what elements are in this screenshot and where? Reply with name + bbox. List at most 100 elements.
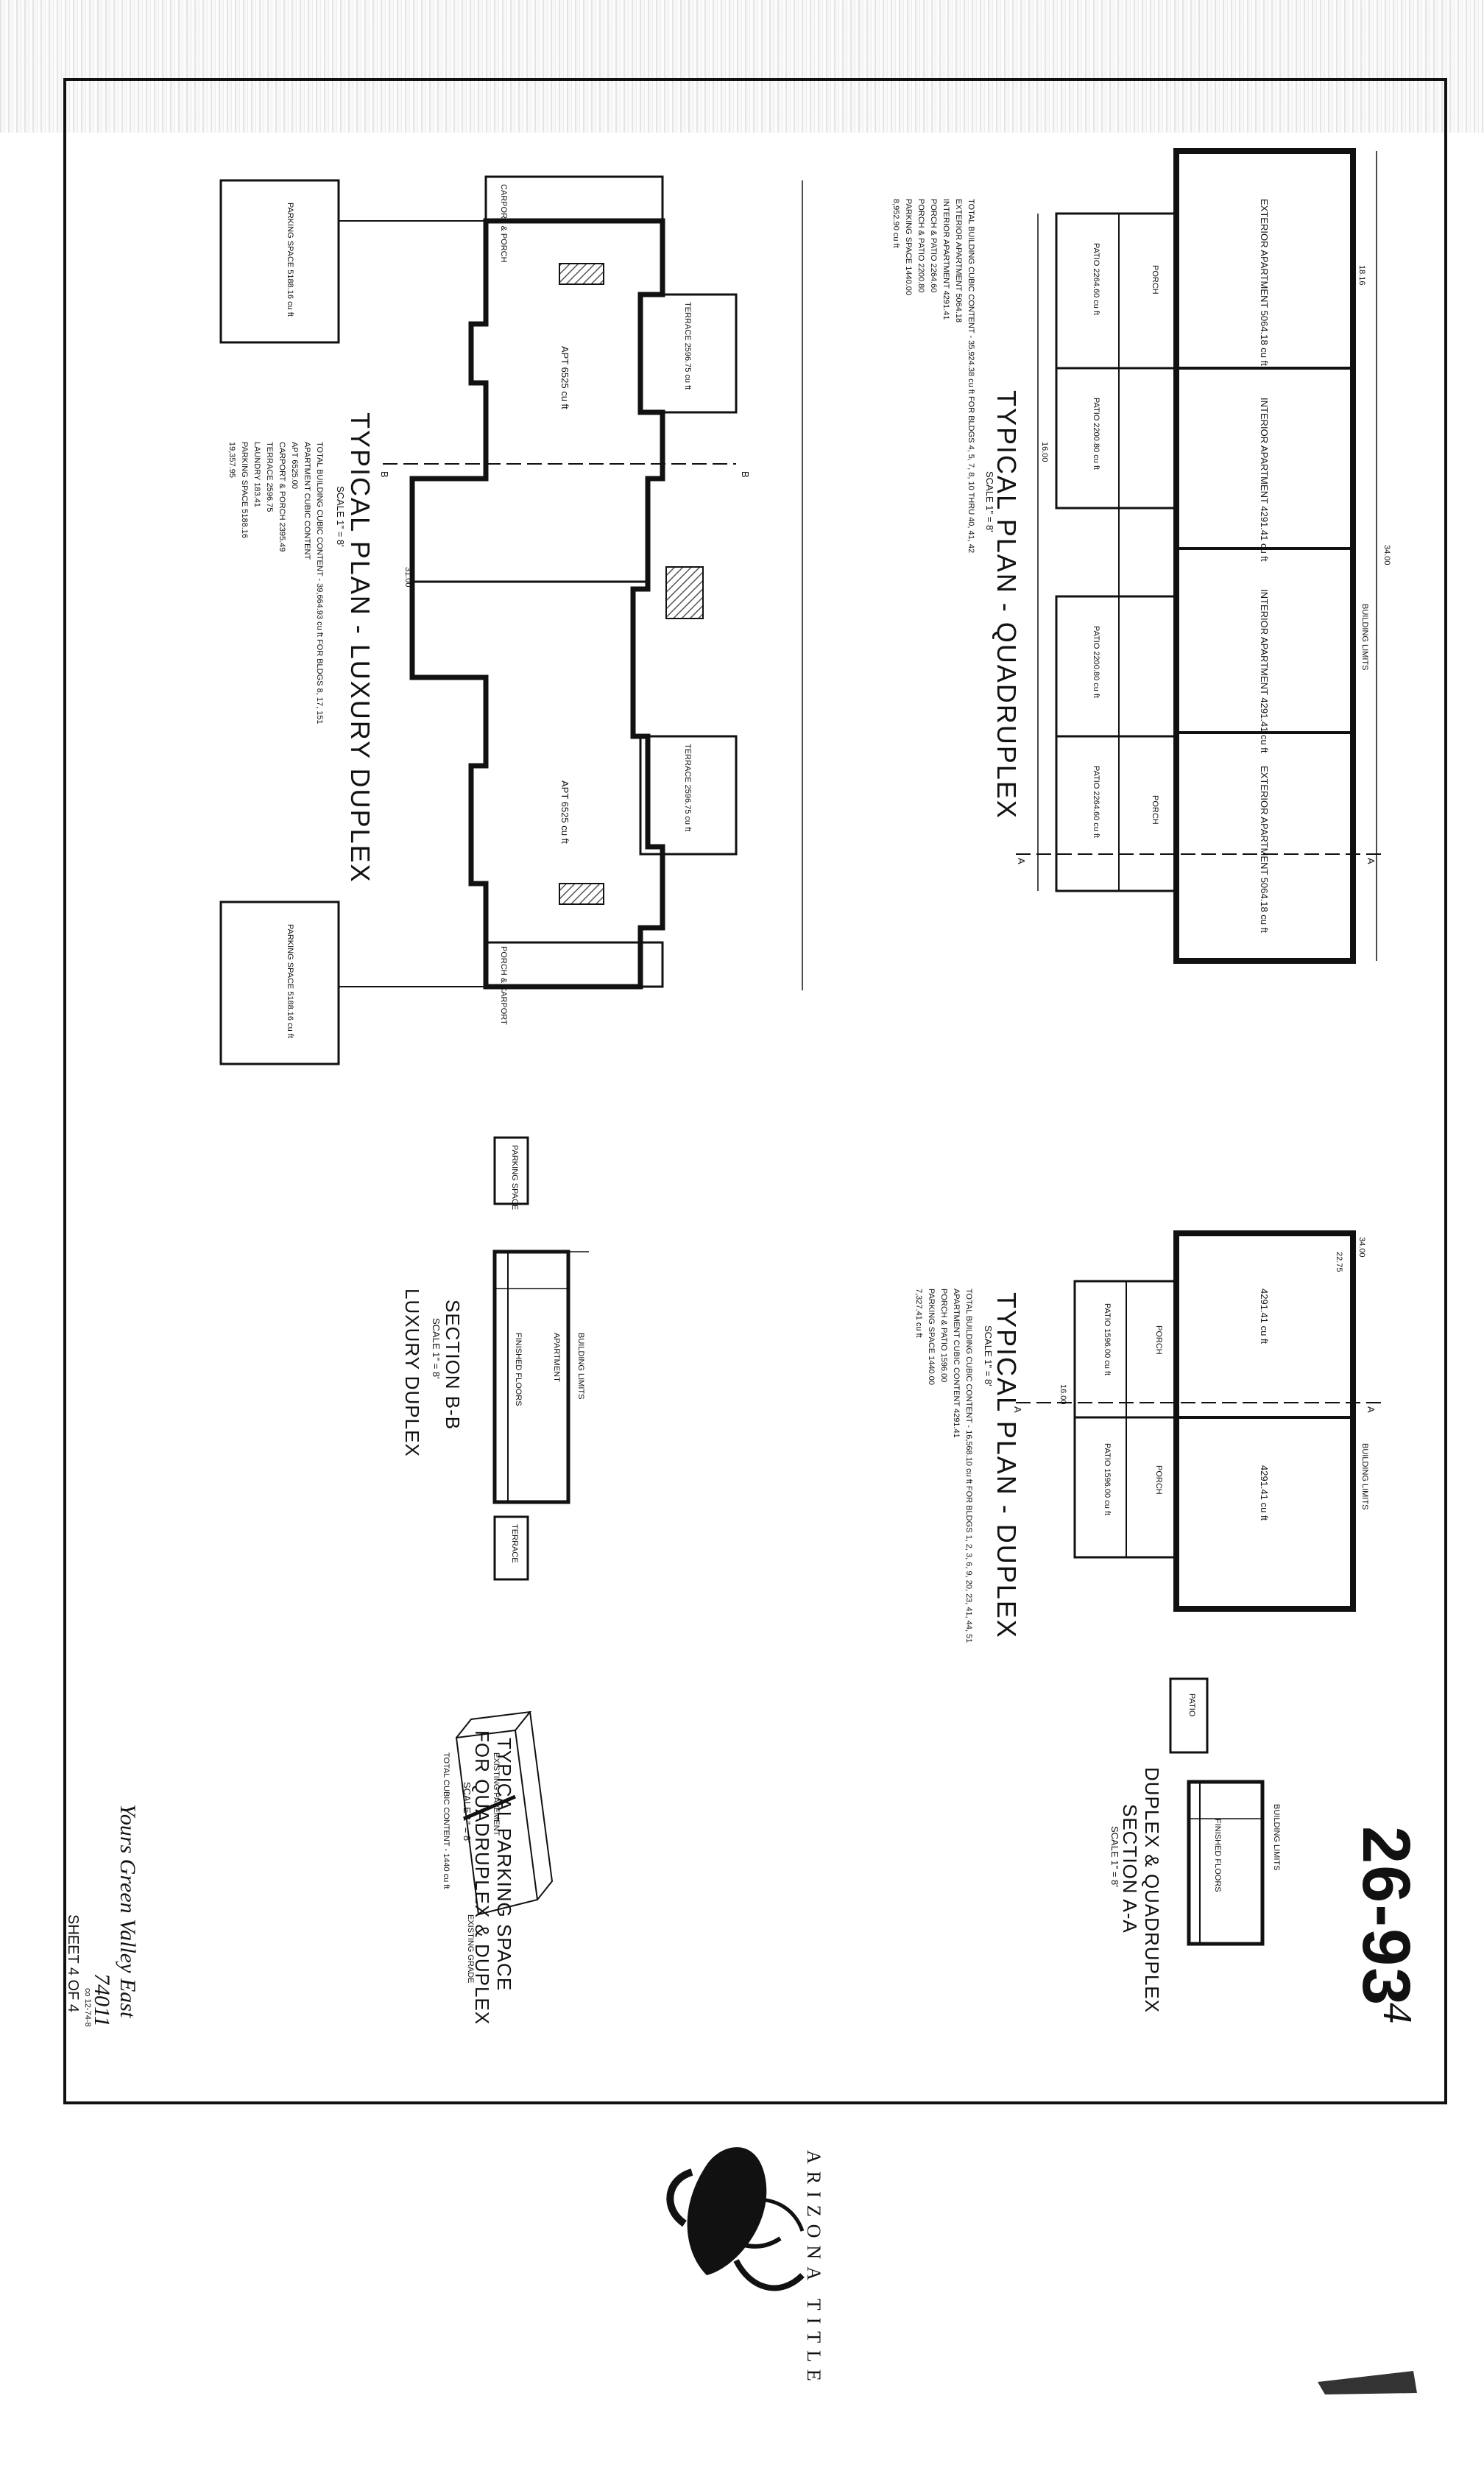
- duplex-note-4: PARKING SPACE 1440.00: [927, 1289, 936, 1386]
- parking-total: TOTAL CUBIC CONTENT - 1440 cu ft: [442, 1752, 451, 1889]
- sheet-border: [63, 78, 1447, 2104]
- luxury-note-6: LAUNDRY 183.41: [252, 442, 261, 507]
- section-bb-scale: SCALE 1" = 8': [431, 1318, 442, 1379]
- section-bb-subtitle: LUXURY DUPLEX: [401, 1289, 423, 1457]
- title-block-sheet: SHEET 4 OF 4: [65, 1914, 81, 2013]
- section-bb-label-terrace: TERRACE: [510, 1524, 519, 1563]
- luxury-note-3: APT 6525.00: [290, 442, 299, 490]
- duplex-note-3: PORCH & PATIO 1596.00: [939, 1289, 948, 1383]
- luxury-note-4: CARPORT & PORCH 2395.49: [278, 442, 286, 552]
- duplex-building-limits: BUILDING LIMITS: [1360, 1443, 1369, 1510]
- quadruplex-unit-1: EXTERIOR APARTMENT 5064.18 cu ft: [1259, 199, 1270, 366]
- duplex-unit-2: 4291.41 cu ft: [1259, 1465, 1270, 1521]
- luxury-section-mark-left: B: [379, 471, 390, 478]
- section-aa: [1169, 1677, 1265, 1946]
- parking-label-grade: EXISTING GRADE: [466, 1914, 475, 1984]
- duplex-section-mark-right: A: [1365, 1406, 1377, 1413]
- quadruplex-note-1: TOTAL BUILDING CUBIC CONTENT - 35,924.38…: [967, 199, 975, 554]
- duplex-unit-1: 4291.41 cu ft: [1259, 1289, 1270, 1345]
- section-bb-label-parking: PARKING SPACE: [510, 1145, 519, 1210]
- scan-smudge: [1318, 2371, 1417, 2394]
- luxury-note-1: TOTAL BUILDING CUBIC CONTENT - 39,664.93…: [315, 442, 324, 725]
- title-block-code: co 12-74-8: [83, 1988, 92, 2027]
- section-aa-label-limits: BUILDING LIMITS: [1272, 1804, 1281, 1871]
- title-block-number: 74011: [90, 1973, 114, 2027]
- sheet-number: 26-93: [1349, 1826, 1424, 2007]
- duplex-title: TYPICAL PLAN - DUPLEX: [992, 1292, 1022, 1639]
- quadruplex-patio-1: PATIO 2264.60 cu ft: [1092, 243, 1100, 316]
- luxury-carport-2: PORCH & CARPORT: [499, 946, 508, 1025]
- quadruplex-dim-depth: 18.16: [1357, 265, 1366, 286]
- quadruplex-patio-3: PATIO 2200.80 cu ft: [1092, 626, 1100, 699]
- section-aa-label-patio: PATIO: [1187, 1694, 1196, 1717]
- luxury-parking-2: PARKING SPACE 5188.16 cu ft: [286, 924, 294, 1038]
- section-aa-title: DUPLEX & QUADRUPLEX: [1141, 1767, 1163, 2013]
- luxury-section-mark-right: B: [740, 471, 751, 478]
- duplex-section-mark-left: A: [1012, 1406, 1023, 1413]
- quadruplex-porch-2: PORCH: [1151, 795, 1159, 825]
- quadruplex-building-limits: BUILDING LIMITS: [1360, 604, 1369, 671]
- luxury-note-5: TERRACE 2596.75: [265, 442, 274, 512]
- parking-label-pavement: EXISTING PAVEMENT: [492, 1752, 501, 1836]
- duplex-patio-2: PATIO 1596.00 cu ft: [1103, 1443, 1112, 1516]
- quadruplex-plan: [1016, 148, 1384, 964]
- quadruplex-unit-3: INTERIOR APARTMENT 4291.41 cu ft: [1259, 589, 1270, 753]
- quadruplex-section-mark-right: A: [1365, 858, 1377, 864]
- duplex-dim-width: 34.00: [1357, 1237, 1366, 1258]
- arizona-title-seal: [666, 2147, 805, 2291]
- seal-text: ARIZONA TITLE: [803, 2150, 824, 2389]
- quadruplex-note-7: 8,952.90 cu ft: [891, 199, 900, 248]
- luxury-duplex-title: TYPICAL PLAN - LUXURY DUPLEX: [345, 412, 375, 884]
- luxury-duplex-plan: [219, 175, 803, 1065]
- duplex-scale: SCALE 1" = 8': [983, 1325, 994, 1386]
- quadruplex-note-5: PORCH & PATIO 2200.80: [916, 199, 925, 293]
- quadruplex-porch-1: PORCH: [1151, 265, 1159, 295]
- quadruplex-note-3: INTERIOR APARTMENT 4291.41: [941, 199, 950, 320]
- section-bb: [492, 1136, 589, 1581]
- quadruplex-note-6: PARKING SPACE 1440.00: [904, 199, 913, 296]
- section-bb-title: SECTION B-B: [442, 1300, 464, 1431]
- section-aa-subtitle: SECTION A-A: [1119, 1804, 1141, 1934]
- quadruplex-dim-width: 34.00: [1382, 545, 1391, 565]
- luxury-unit-2: APT 6525 cu ft: [559, 780, 570, 844]
- luxury-parking-1: PARKING SPACE 5188.16 cu ft: [286, 202, 294, 317]
- quadruplex-scale: SCALE 1" = 8': [984, 471, 995, 532]
- duplex-porch-1: PORCH: [1154, 1325, 1163, 1355]
- quadruplex-dim-bay: 16.00: [1040, 442, 1049, 462]
- duplex-note-2: APARTMENT CUBIC CONTENT 4291.41: [952, 1289, 961, 1438]
- parking-space-isometric: [455, 1710, 554, 1916]
- duplex-patio-1: PATIO 1596.00 cu ft: [1103, 1303, 1112, 1376]
- duplex-dim-inner: 22.75: [1335, 1252, 1343, 1272]
- quadruplex-patio-4: PATIO 2264.60 cu ft: [1092, 766, 1100, 839]
- quadruplex-section-mark-left: A: [1016, 858, 1027, 864]
- quadruplex-title: TYPICAL PLAN - QUADRUPLEX: [992, 390, 1022, 820]
- sheet-number-suffix: 4: [1374, 2003, 1420, 2023]
- duplex-porch-2: PORCH: [1154, 1465, 1163, 1495]
- title-block-project: Yours Green Valley East: [116, 1804, 140, 2018]
- quadruplex-unit-2: INTERIOR APARTMENT 4291.41 cu ft: [1259, 398, 1270, 562]
- luxury-unit-1: APT 6525 cu ft: [559, 346, 570, 409]
- luxury-note-7: PARKING SPACE 5188.16: [240, 442, 249, 539]
- duplex-note-1: TOTAL BUILDING CUBIC CONTENT - 16,568.10…: [964, 1289, 973, 1643]
- luxury-duplex-scale: SCALE 1" = 8': [335, 486, 346, 547]
- duplex-plan: [1016, 1230, 1384, 1612]
- scan-noise-band: [0, 0, 1484, 133]
- quadruplex-unit-4: EXTERIOR APARTMENT 5064.18 cu ft: [1259, 766, 1270, 933]
- luxury-carport-1: CARPORT & PORCH: [499, 184, 508, 263]
- section-bb-label-floors: FINISHED FLOORS: [514, 1333, 523, 1406]
- section-aa-label-floors: FINISHED FLOORS: [1213, 1819, 1222, 1892]
- luxury-terrace-1: TERRACE 2596.75 cu ft: [683, 302, 692, 390]
- luxury-dim-width: 31.00: [403, 567, 412, 588]
- section-bb-label-limits: BUILDING LIMITS: [576, 1333, 585, 1400]
- luxury-terrace-2: TERRACE 2596.75 cu ft: [683, 744, 692, 832]
- luxury-note-2: APARTMENT CUBIC CONTENT: [303, 442, 311, 560]
- section-bb-label-apartment: APARTMENT: [552, 1333, 561, 1382]
- duplex-dim-bay: 16.00: [1059, 1384, 1067, 1405]
- quadruplex-patio-2: PATIO 2200.80 cu ft: [1092, 398, 1100, 471]
- parking-scale: SCALE 1" = 8': [462, 1782, 473, 1843]
- section-aa-scale: SCALE 1" = 8': [1109, 1826, 1120, 1887]
- quadruplex-note-2: EXTERIOR APARTMENT 5064.18: [954, 199, 963, 323]
- quadruplex-note-4: PORCH & PATIO 2264.60: [929, 199, 938, 293]
- luxury-note-8: 19,357.95: [227, 442, 236, 478]
